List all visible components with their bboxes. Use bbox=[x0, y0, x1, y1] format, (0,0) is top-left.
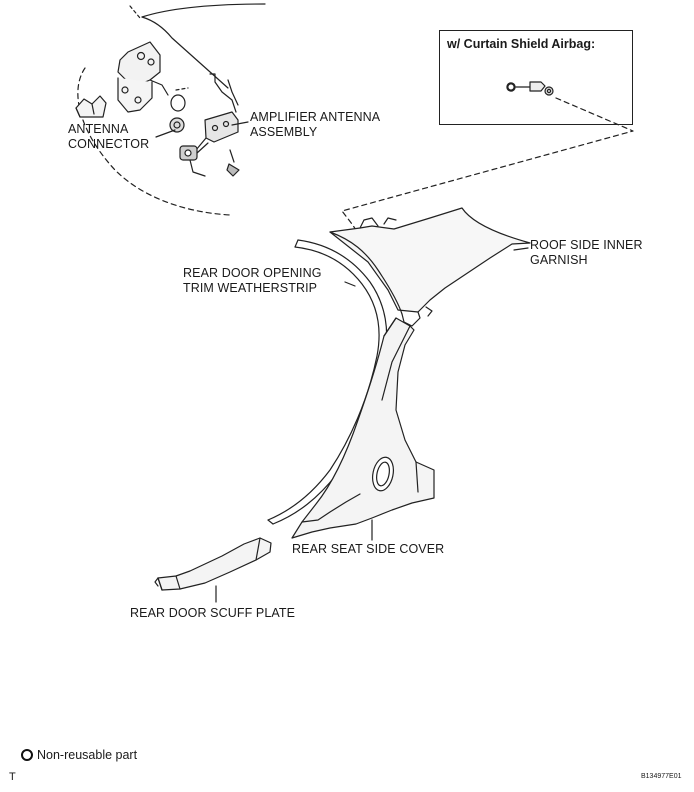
label-rear-door-scuff-plate: REAR DOOR SCUFF PLATE bbox=[130, 606, 296, 620]
inset-leader-dashed bbox=[341, 97, 634, 234]
legend: Non-reusable part bbox=[21, 748, 137, 762]
label-amplifier-antenna: AMPLIFIER ANTENNA ASSEMBLY bbox=[250, 110, 381, 139]
label-rear-seat-side-cover: REAR SEAT SIDE COVER bbox=[292, 542, 445, 556]
corner-mark: T bbox=[9, 771, 16, 783]
legend-text: Non-reusable part bbox=[37, 748, 138, 762]
antenna-bracket bbox=[117, 41, 169, 113]
roof-panel-outline bbox=[77, 3, 266, 216]
antenna-connector bbox=[75, 95, 107, 118]
roof-side-inner-garnish bbox=[329, 207, 531, 327]
inset-title: w/ Curtain Shield Airbag: bbox=[447, 37, 596, 51]
non-reusable-icon bbox=[21, 749, 33, 761]
leader-lines-antenna bbox=[155, 121, 249, 138]
label-rear-door-weatherstrip: REAR DOOR OPENING TRIM WEATHERSTRIP bbox=[183, 266, 322, 295]
rear-seat-side-cover bbox=[291, 317, 435, 539]
inset-parts bbox=[506, 81, 554, 96]
antenna-clip bbox=[169, 87, 189, 133]
figure-code: B134977E01 bbox=[641, 773, 682, 780]
rear-door-scuff-plate bbox=[154, 537, 272, 591]
leader-lines-main bbox=[215, 247, 529, 603]
curtain-shield-airbag-inset: w/ Curtain Shield Airbag: bbox=[439, 30, 633, 125]
amplifier-antenna-assembly bbox=[179, 73, 240, 177]
label-antenna-connector: ANTENNA CONNECTOR bbox=[68, 122, 150, 151]
label-roof-side-inner-garnish: ROOF SIDE INNER GARNISH bbox=[530, 238, 643, 267]
